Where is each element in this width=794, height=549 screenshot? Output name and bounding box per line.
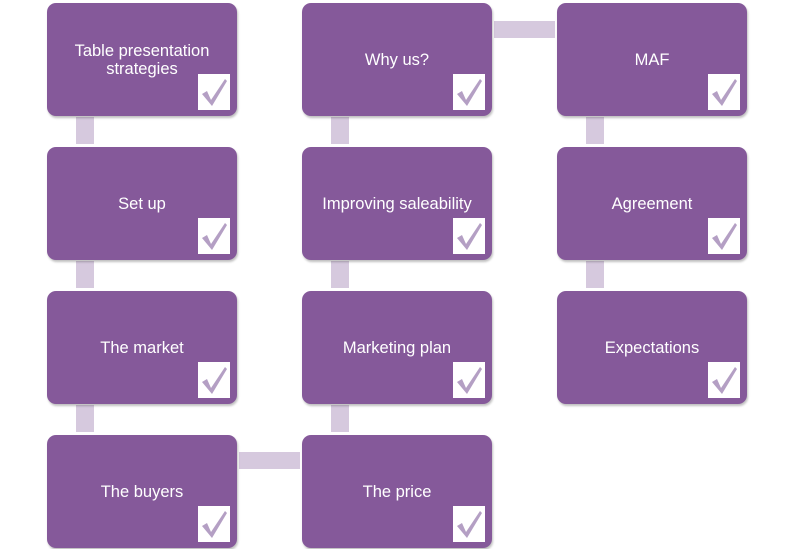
- checkmark-icon: [198, 74, 230, 110]
- connector: [239, 452, 300, 469]
- connector: [331, 405, 349, 432]
- checkmark-icon: [453, 218, 485, 254]
- connector: [494, 21, 555, 38]
- checkmark-icon: [453, 362, 485, 398]
- step-label: Why us?: [364, 50, 430, 69]
- checkmark-icon: [453, 506, 485, 542]
- connector: [76, 117, 94, 144]
- step-card-the-buyers: The buyers: [47, 435, 237, 548]
- step-label: Improving saleability: [322, 194, 472, 213]
- checkmark-icon: [198, 506, 230, 542]
- checkmark-icon: [453, 74, 485, 110]
- connector: [331, 261, 349, 288]
- connector: [586, 117, 604, 144]
- step-label: The price: [362, 482, 432, 501]
- step-label: The buyers: [100, 482, 184, 501]
- step-label: Marketing plan: [342, 338, 452, 357]
- connector: [331, 117, 349, 144]
- step-label: Expectations: [604, 338, 700, 357]
- checkmark-icon: [198, 362, 230, 398]
- step-card-maf: MAF: [557, 3, 747, 116]
- step-card-the-price: The price: [302, 435, 492, 548]
- step-card-improving-saleability: Improving saleability: [302, 147, 492, 260]
- step-card-expectations: Expectations: [557, 291, 747, 404]
- step-label: Agreement: [611, 194, 693, 213]
- step-card-why-us: Why us?: [302, 3, 492, 116]
- checkmark-icon: [198, 218, 230, 254]
- step-label: Table presentation strategies: [74, 41, 210, 78]
- step-card-set-up: Set up: [47, 147, 237, 260]
- connector: [76, 405, 94, 432]
- connector: [586, 261, 604, 288]
- step-label: The market: [100, 338, 184, 357]
- step-card-table-presentation-strategies: Table presentation strategies: [47, 3, 237, 116]
- step-label: Set up: [118, 194, 166, 213]
- connector: [76, 261, 94, 288]
- step-label: MAF: [634, 50, 670, 69]
- step-card-marketing-plan: Marketing plan: [302, 291, 492, 404]
- step-card-the-market: The market: [47, 291, 237, 404]
- checkmark-icon: [708, 74, 740, 110]
- checkmark-icon: [708, 218, 740, 254]
- step-card-agreement: Agreement: [557, 147, 747, 260]
- checkmark-icon: [708, 362, 740, 398]
